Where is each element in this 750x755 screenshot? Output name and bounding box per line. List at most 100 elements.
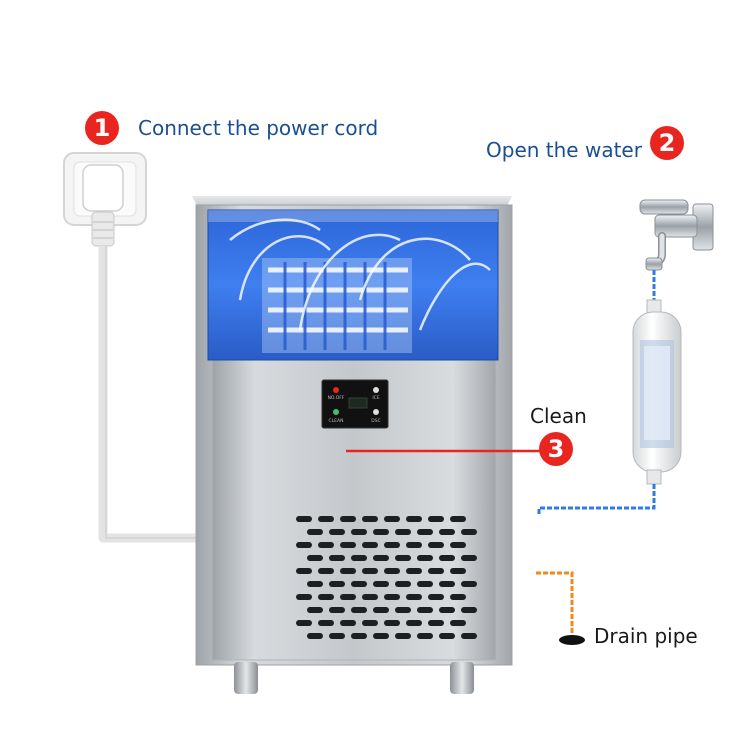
vent-slot bbox=[450, 594, 466, 600]
panel-label-bottom-right: DSC bbox=[371, 418, 380, 424]
vent-slot bbox=[351, 529, 367, 535]
vent-slot bbox=[417, 581, 433, 587]
vent-slot bbox=[373, 581, 389, 587]
vent-slot bbox=[362, 568, 378, 574]
vent-slot bbox=[384, 542, 400, 548]
vent-slot bbox=[450, 542, 466, 548]
vent-slot bbox=[417, 633, 433, 639]
vent-slot bbox=[329, 529, 345, 535]
vent-slot bbox=[439, 581, 455, 587]
vent-slot bbox=[428, 594, 444, 600]
vent-slot bbox=[296, 568, 312, 574]
vent-slot bbox=[296, 620, 312, 626]
vent-slot bbox=[395, 555, 411, 561]
vent-slot bbox=[351, 607, 367, 613]
vent-slot bbox=[307, 529, 323, 535]
vent-slot bbox=[340, 542, 356, 548]
vent-slot bbox=[461, 633, 477, 639]
vent-slot bbox=[450, 516, 466, 522]
vent-slot bbox=[417, 555, 433, 561]
vent-slot bbox=[318, 594, 334, 600]
vent-slot bbox=[439, 633, 455, 639]
vent-slot bbox=[329, 581, 345, 587]
vent-slot bbox=[384, 620, 400, 626]
vent-slot bbox=[428, 568, 444, 574]
vent-slot bbox=[384, 568, 400, 574]
vent-slot bbox=[329, 607, 345, 613]
vent-slot bbox=[428, 620, 444, 626]
step-2-badge: 2 bbox=[650, 126, 684, 160]
drain-pipe-label: Drain pipe bbox=[594, 624, 698, 648]
vent-slot bbox=[373, 529, 389, 535]
vent-slot bbox=[318, 542, 334, 548]
vent-slot bbox=[428, 542, 444, 548]
vent-slot bbox=[296, 516, 312, 522]
vent-slot bbox=[384, 594, 400, 600]
vent-slot bbox=[307, 607, 323, 613]
step-3-label: Clean bbox=[530, 404, 587, 428]
vent-slot bbox=[340, 594, 356, 600]
vent-slot bbox=[384, 516, 400, 522]
vent-slot bbox=[351, 633, 367, 639]
vent-slot bbox=[395, 529, 411, 535]
vent-slot bbox=[351, 581, 367, 587]
step-1-badge: 1 bbox=[85, 111, 119, 145]
vent-slot bbox=[461, 555, 477, 561]
water-filter-icon bbox=[632, 299, 682, 485]
step-1-label: Connect the power cord bbox=[138, 116, 379, 140]
vent-slot bbox=[340, 568, 356, 574]
vent-slot bbox=[307, 633, 323, 639]
vent-slot bbox=[362, 516, 378, 522]
vent-slot bbox=[362, 620, 378, 626]
vent-slot bbox=[395, 607, 411, 613]
vent-slot bbox=[406, 542, 422, 548]
vent-slot bbox=[318, 516, 334, 522]
machine-leg-right bbox=[450, 662, 474, 694]
power-cord bbox=[98, 246, 198, 543]
vent-slot bbox=[296, 542, 312, 548]
vent-slot bbox=[439, 555, 455, 561]
vent-slot bbox=[450, 620, 466, 626]
vent-slot bbox=[362, 594, 378, 600]
panel-label-bottom-left: CLEAN bbox=[329, 418, 344, 424]
vent-slot bbox=[296, 594, 312, 600]
vent-grille bbox=[296, 516, 477, 639]
vent-slot bbox=[406, 620, 422, 626]
vent-slot bbox=[461, 529, 477, 535]
panel-label-top-left: NO.OFF bbox=[328, 395, 345, 401]
power-plug-icon bbox=[82, 164, 124, 247]
vent-slot bbox=[417, 529, 433, 535]
vent-slot bbox=[329, 633, 345, 639]
control-panel: NO.OFF ICE CLEAN DSC bbox=[321, 379, 389, 429]
vent-slot bbox=[351, 555, 367, 561]
vent-slot bbox=[362, 542, 378, 548]
vent-slot bbox=[395, 633, 411, 639]
vent-slot bbox=[417, 607, 433, 613]
vent-slot bbox=[395, 581, 411, 587]
vent-slot bbox=[373, 555, 389, 561]
vent-slot bbox=[461, 581, 477, 587]
vent-slot bbox=[406, 594, 422, 600]
vent-slot bbox=[318, 620, 334, 626]
vent-slot bbox=[461, 607, 477, 613]
vent-slot bbox=[439, 529, 455, 535]
water-inlet-line bbox=[537, 484, 656, 514]
vent-slot bbox=[439, 607, 455, 613]
vent-slot bbox=[329, 555, 345, 561]
vent-slot bbox=[340, 516, 356, 522]
step-3-badge: 3 bbox=[539, 432, 573, 466]
water-faucet-icon bbox=[639, 199, 714, 271]
panel-label-top-right: ICE bbox=[372, 395, 379, 401]
machine-leg-left bbox=[234, 662, 258, 694]
step-2-label: Open the water bbox=[486, 138, 642, 162]
vent-slot bbox=[406, 568, 422, 574]
ice-window bbox=[207, 209, 499, 361]
ice-machine: NO.OFF ICE CLEAN DSC bbox=[192, 196, 513, 694]
vent-slot bbox=[373, 633, 389, 639]
vent-slot bbox=[406, 516, 422, 522]
vent-slot bbox=[428, 516, 444, 522]
vent-slot bbox=[450, 568, 466, 574]
vent-slot bbox=[318, 568, 334, 574]
